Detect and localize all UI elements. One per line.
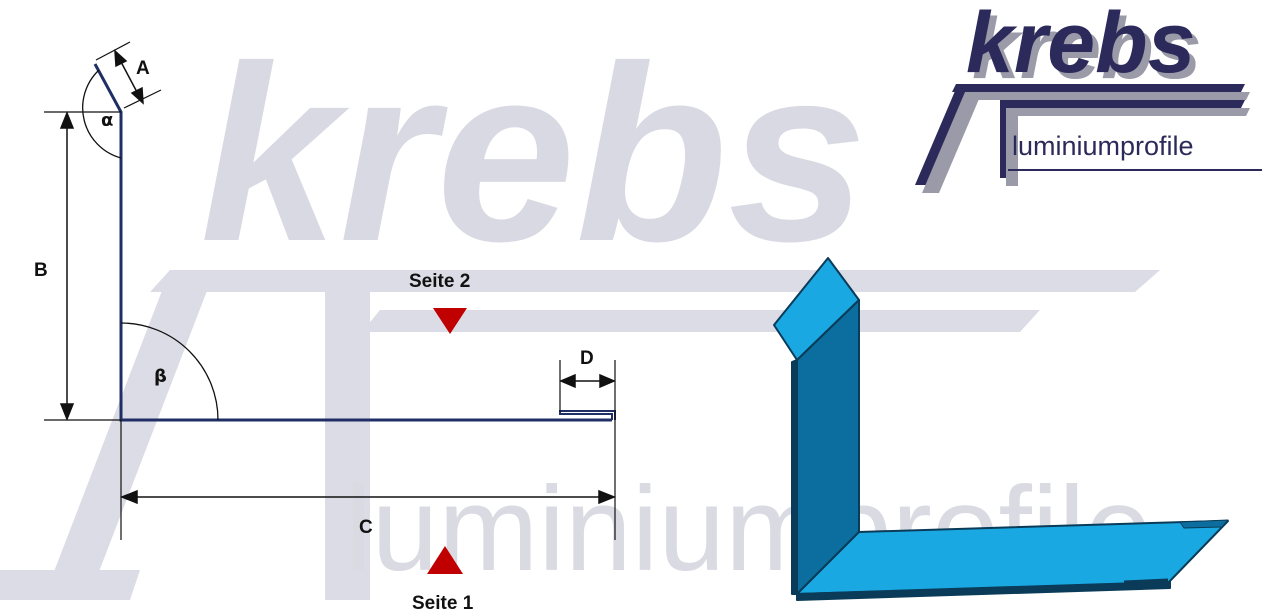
label-side2: Seite 2 xyxy=(409,271,470,292)
profile-3d xyxy=(773,257,1229,601)
beta-arc xyxy=(120,322,219,421)
watermark-swoosh xyxy=(0,270,1160,600)
dimension-arrows xyxy=(59,49,617,505)
logo-brand: krebs xyxy=(966,0,1196,91)
extension-lines xyxy=(44,41,616,540)
alpha-arc xyxy=(82,69,122,159)
label-alpha: α xyxy=(101,110,113,131)
watermark-brand: krebs xyxy=(200,14,867,293)
side2-marker xyxy=(433,308,467,334)
profile-3d-hem xyxy=(1123,578,1169,584)
label-a: A xyxy=(136,58,150,79)
label-side1: Seite 1 xyxy=(412,593,474,612)
profile-3d-wall-front xyxy=(791,359,798,595)
logo-brand-shadow: krebs xyxy=(972,1,1202,97)
logo-swoosh xyxy=(915,84,1262,193)
label-b: B xyxy=(34,260,48,281)
watermark: krebs luminiumprofile xyxy=(0,14,1160,600)
label-d: D xyxy=(580,348,594,369)
label-beta: β xyxy=(154,366,167,387)
profile-line xyxy=(93,63,612,422)
profile-2d: A B C D α β Seite 2 Seite 1 xyxy=(34,41,617,612)
label-c: C xyxy=(359,517,373,538)
logo-subtitle: luminiumprofile xyxy=(1012,131,1194,161)
side1-marker xyxy=(427,546,463,574)
profile-3d-base-edge xyxy=(796,581,1171,601)
krebs-logo: krebs krebs luminiumprofile xyxy=(915,0,1262,193)
profile-3d-hem-step xyxy=(1179,519,1229,529)
